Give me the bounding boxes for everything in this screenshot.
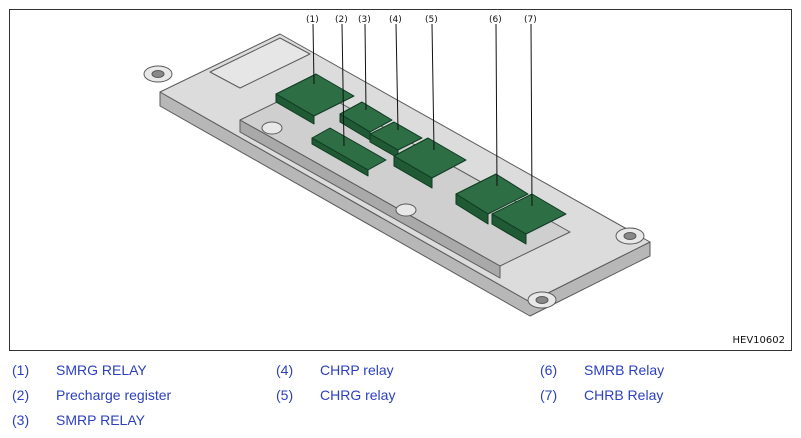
legend-number: (7) — [540, 387, 558, 403]
relay-smrg — [275, 73, 355, 125]
legend-item-3: (3) SMRP RELAY — [12, 412, 145, 428]
relays — [275, 73, 567, 245]
legend-text: SMRB Relay — [584, 362, 665, 378]
legend-number: (5) — [276, 387, 294, 403]
relay-assembly-diagram: (1) (2) (3) (4) (5) (6) (7) — [143, 15, 651, 317]
legend-item-5: (5) CHRG relay — [276, 387, 395, 403]
figure-frame: (1) (2) (3) (4) (5) (6) (7) HEV10602 — [9, 9, 792, 351]
callout-1: (1) — [306, 15, 319, 25]
legend-text: SMRG RELAY — [56, 362, 147, 378]
mounting-boss-upper — [261, 121, 283, 135]
precharge-register — [311, 127, 387, 177]
legend-item-1: (1) SMRG RELAY — [12, 362, 147, 378]
legend-number: (2) — [12, 387, 30, 403]
relay-smrb — [455, 173, 529, 225]
legend-number: (6) — [540, 362, 558, 378]
legend-text: SMRP RELAY — [56, 412, 145, 428]
legend-item-7: (7) CHRB Relay — [540, 387, 663, 403]
callout-2: (2) — [335, 15, 348, 25]
leader-lines — [312, 23, 533, 207]
legend-number: (3) — [12, 412, 30, 428]
mounting-hole-left — [151, 70, 165, 78]
relay-chrp — [369, 121, 423, 159]
legend-item-6: (6) SMRB Relay — [540, 362, 664, 378]
legend-number: (1) — [12, 362, 30, 378]
tray-wall-side — [239, 119, 501, 279]
mounting-boss-middle — [395, 203, 417, 217]
callout-5: (5) — [425, 15, 438, 25]
legend: (1) SMRG RELAY (2) Precharge register (3) S… — [0, 360, 801, 438]
callout-4: (4) — [389, 15, 402, 25]
figure-id: HEV10602 — [732, 335, 786, 346]
relay-chrb — [491, 193, 567, 245]
tray-back-wall — [209, 37, 311, 89]
relay-chrg — [393, 137, 467, 189]
mounting-hole-bottom — [535, 296, 549, 304]
callout-6: (6) — [489, 15, 502, 25]
mounting-hole-right — [623, 232, 637, 240]
legend-text: Precharge register — [56, 387, 172, 403]
legend-item-2: (2) Precharge register — [12, 387, 171, 403]
callout-7: (7) — [524, 15, 537, 25]
legend-text: CHRP relay — [320, 362, 394, 378]
legend-text: CHRB Relay — [584, 387, 664, 403]
legend-text: CHRG relay — [320, 387, 396, 403]
callout-3: (3) — [358, 15, 371, 25]
legend-number: (4) — [276, 362, 294, 378]
legend-item-4: (4) CHRP relay — [276, 362, 394, 378]
